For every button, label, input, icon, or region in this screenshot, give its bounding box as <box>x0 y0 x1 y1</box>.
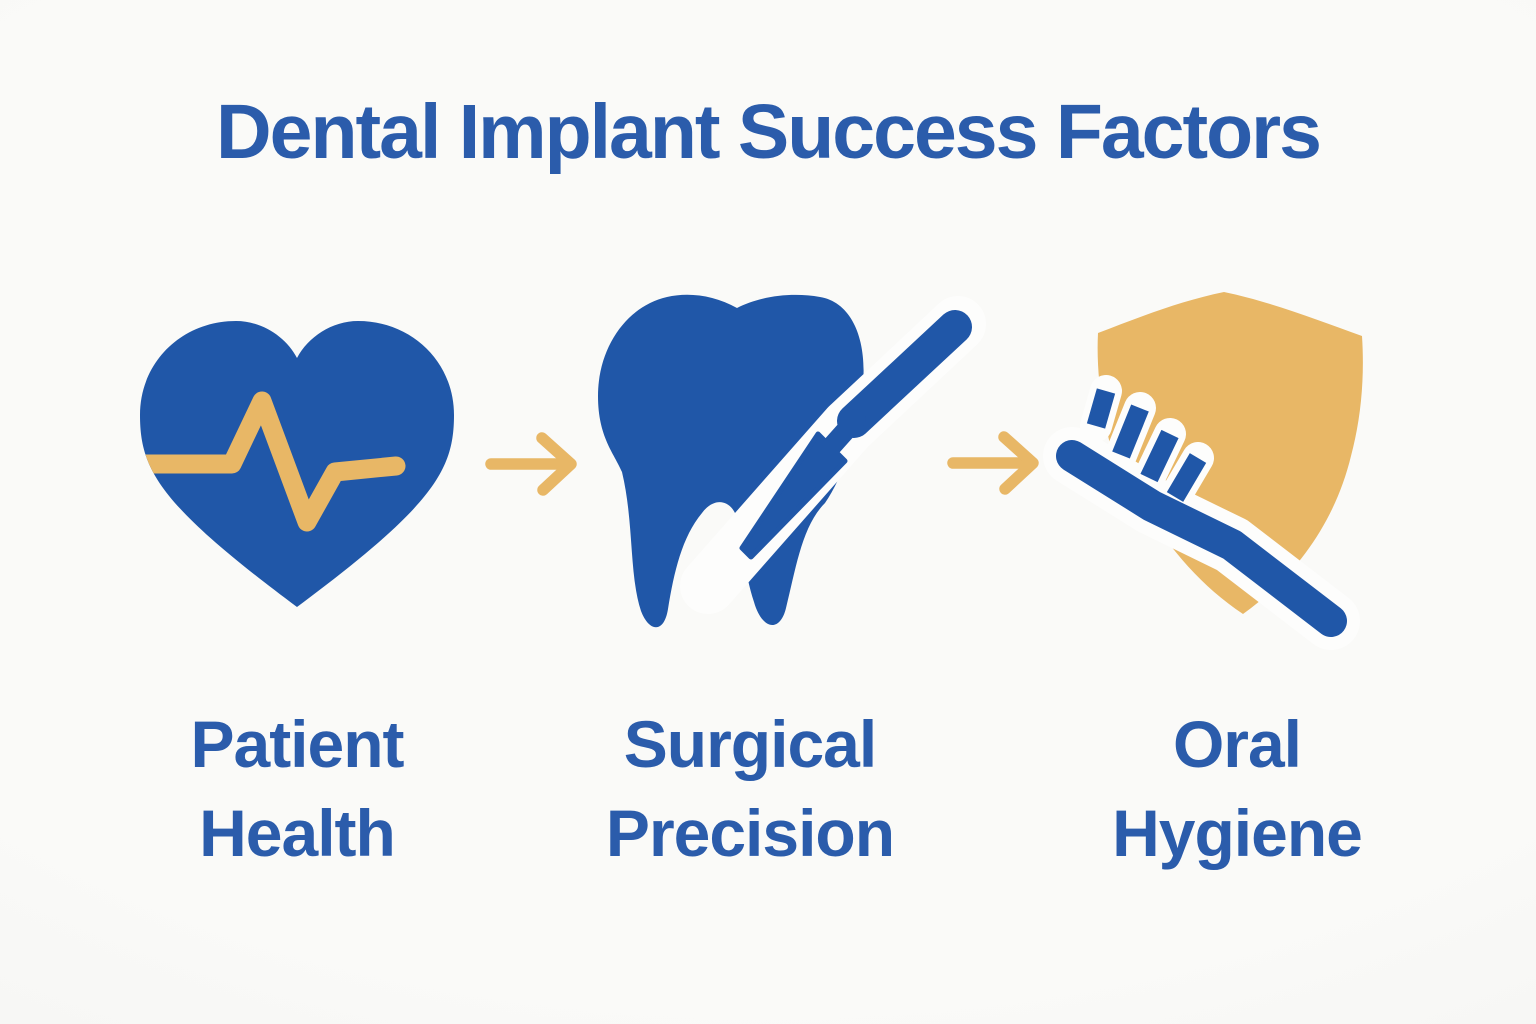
arrow-head <box>998 431 1039 495</box>
page-title: Dental Implant Success Factors <box>216 89 1322 175</box>
arrow-head <box>536 432 577 496</box>
factor-label-surgical-precision: Surgical Precision <box>515 700 985 878</box>
heart-shape <box>140 321 454 607</box>
label-line: Patient <box>190 707 404 781</box>
factor-label-oral-hygiene: Oral Hygiene <box>1002 700 1472 878</box>
scalpel-blade <box>739 431 848 560</box>
brush-handle <box>1056 440 1347 637</box>
arrow-right-icon <box>485 432 577 496</box>
label-line: Hygiene <box>1112 796 1363 870</box>
label-line: Surgical <box>623 707 877 781</box>
pulse-line <box>140 391 406 532</box>
scalpel-handle <box>837 310 972 438</box>
factor-label-patient-health: Patient Health <box>62 700 532 878</box>
tooth-scalpel-icon <box>598 294 986 628</box>
heart-pulse-icon <box>140 321 454 607</box>
label-line: Precision <box>605 796 895 870</box>
brush-bristles <box>1086 388 1207 502</box>
tooth-shape <box>598 294 864 628</box>
toothbrush-shield-icon <box>1043 292 1363 650</box>
scalpel-neck <box>821 409 866 457</box>
arrow-right-icon <box>947 431 1039 495</box>
label-line: Oral <box>1172 707 1302 781</box>
label-line: Health <box>199 796 396 870</box>
